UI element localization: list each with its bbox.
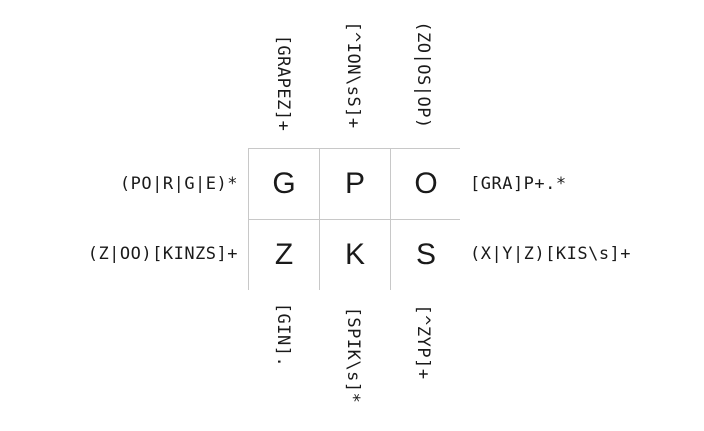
grid-cell-r2c3[interactable]: S	[391, 220, 461, 290]
letter-grid: G P O Z K S	[248, 148, 461, 290]
column-3-top-clue: (ZO|OS|OP)	[413, 21, 433, 129]
row-1-left-clue: (PO|R|G|E)*	[119, 174, 238, 194]
column-2-top-clue: [^ION\sS]+	[343, 21, 363, 129]
column-3-bottom-clue: [^ZYP]+	[413, 304, 433, 380]
column-1-top-clue: [GRAPEZ]+	[273, 34, 293, 132]
row-2-left-clue: (Z|OO)[KINZS]+	[87, 244, 238, 264]
grid-cell-r1c3[interactable]: O	[391, 149, 461, 219]
grid-cell-r2c2[interactable]: K	[320, 220, 390, 290]
column-1-bottom-clue: [GIN].	[273, 302, 293, 368]
row-2-right-clue: (X|Y|Z)[KIS\s]+	[470, 244, 632, 264]
grid-cell-r1c2[interactable]: P	[320, 149, 390, 219]
column-2-bottom-clue: [SPIK\s]*	[343, 306, 363, 404]
row-1-right-clue: [GRA]P+.*	[470, 174, 567, 194]
grid-cell-r1c1[interactable]: G	[249, 149, 319, 219]
grid-cell-r2c1[interactable]: Z	[249, 220, 319, 290]
